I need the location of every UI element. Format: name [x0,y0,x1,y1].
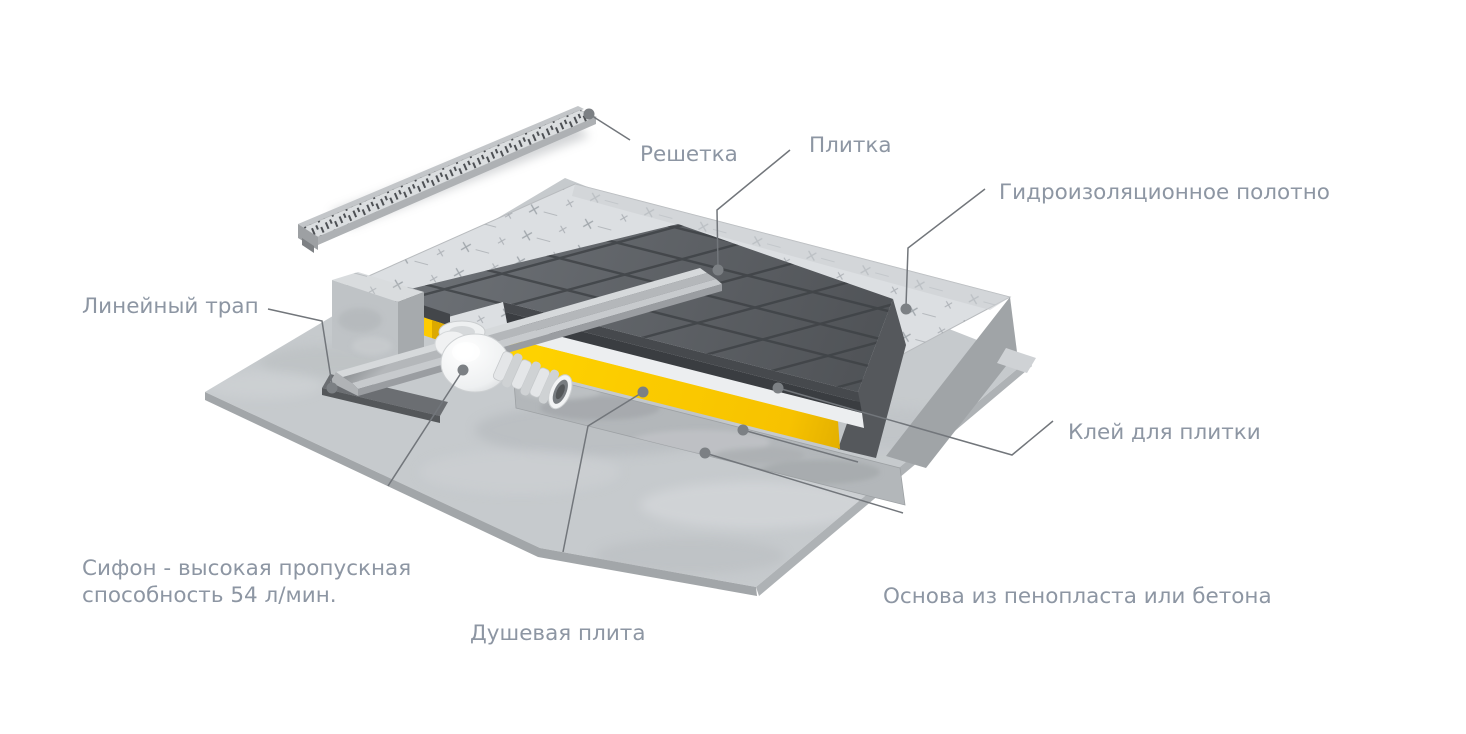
leader-lines [267,113,1054,553]
label-grate: Решетка [640,142,738,167]
label-linear-trap: Линейный трап [82,294,259,319]
shower-board-layer-edge [509,338,840,449]
label-tile: Плитка [809,133,892,158]
label-siphon-line2: способность 54 л/мин. [82,583,337,608]
leader-adhesive [777,387,1054,456]
label-siphon: Сифон - высокая пропускная способность 5… [82,555,411,609]
leader-dots [326,108,912,459]
leader-membrane [905,188,986,307]
leader-trap [267,308,333,386]
leader-tile [716,149,791,269]
curb-block [332,272,424,366]
label-shower-board: Душевая плита [470,621,646,646]
label-base: Основа из пенопласта или бетона [883,584,1272,609]
siphon-outlet-pipe [492,351,573,410]
leader-base-a [742,429,859,463]
leader-siphon [387,369,464,487]
label-membrane: Гидроизоляционное полотно [999,180,1330,205]
leader-base-b [704,452,904,514]
label-tile-adhesive: Клей для плитки [1068,420,1261,445]
base-block-right-face [886,297,1017,468]
leader-board [562,391,644,553]
leader-grate [588,113,631,141]
label-siphon-line1: Сифон - высокая пропускная [82,556,412,581]
grate [298,106,598,253]
floor-foot [997,348,1036,373]
membrane-layer-edge [507,323,864,428]
